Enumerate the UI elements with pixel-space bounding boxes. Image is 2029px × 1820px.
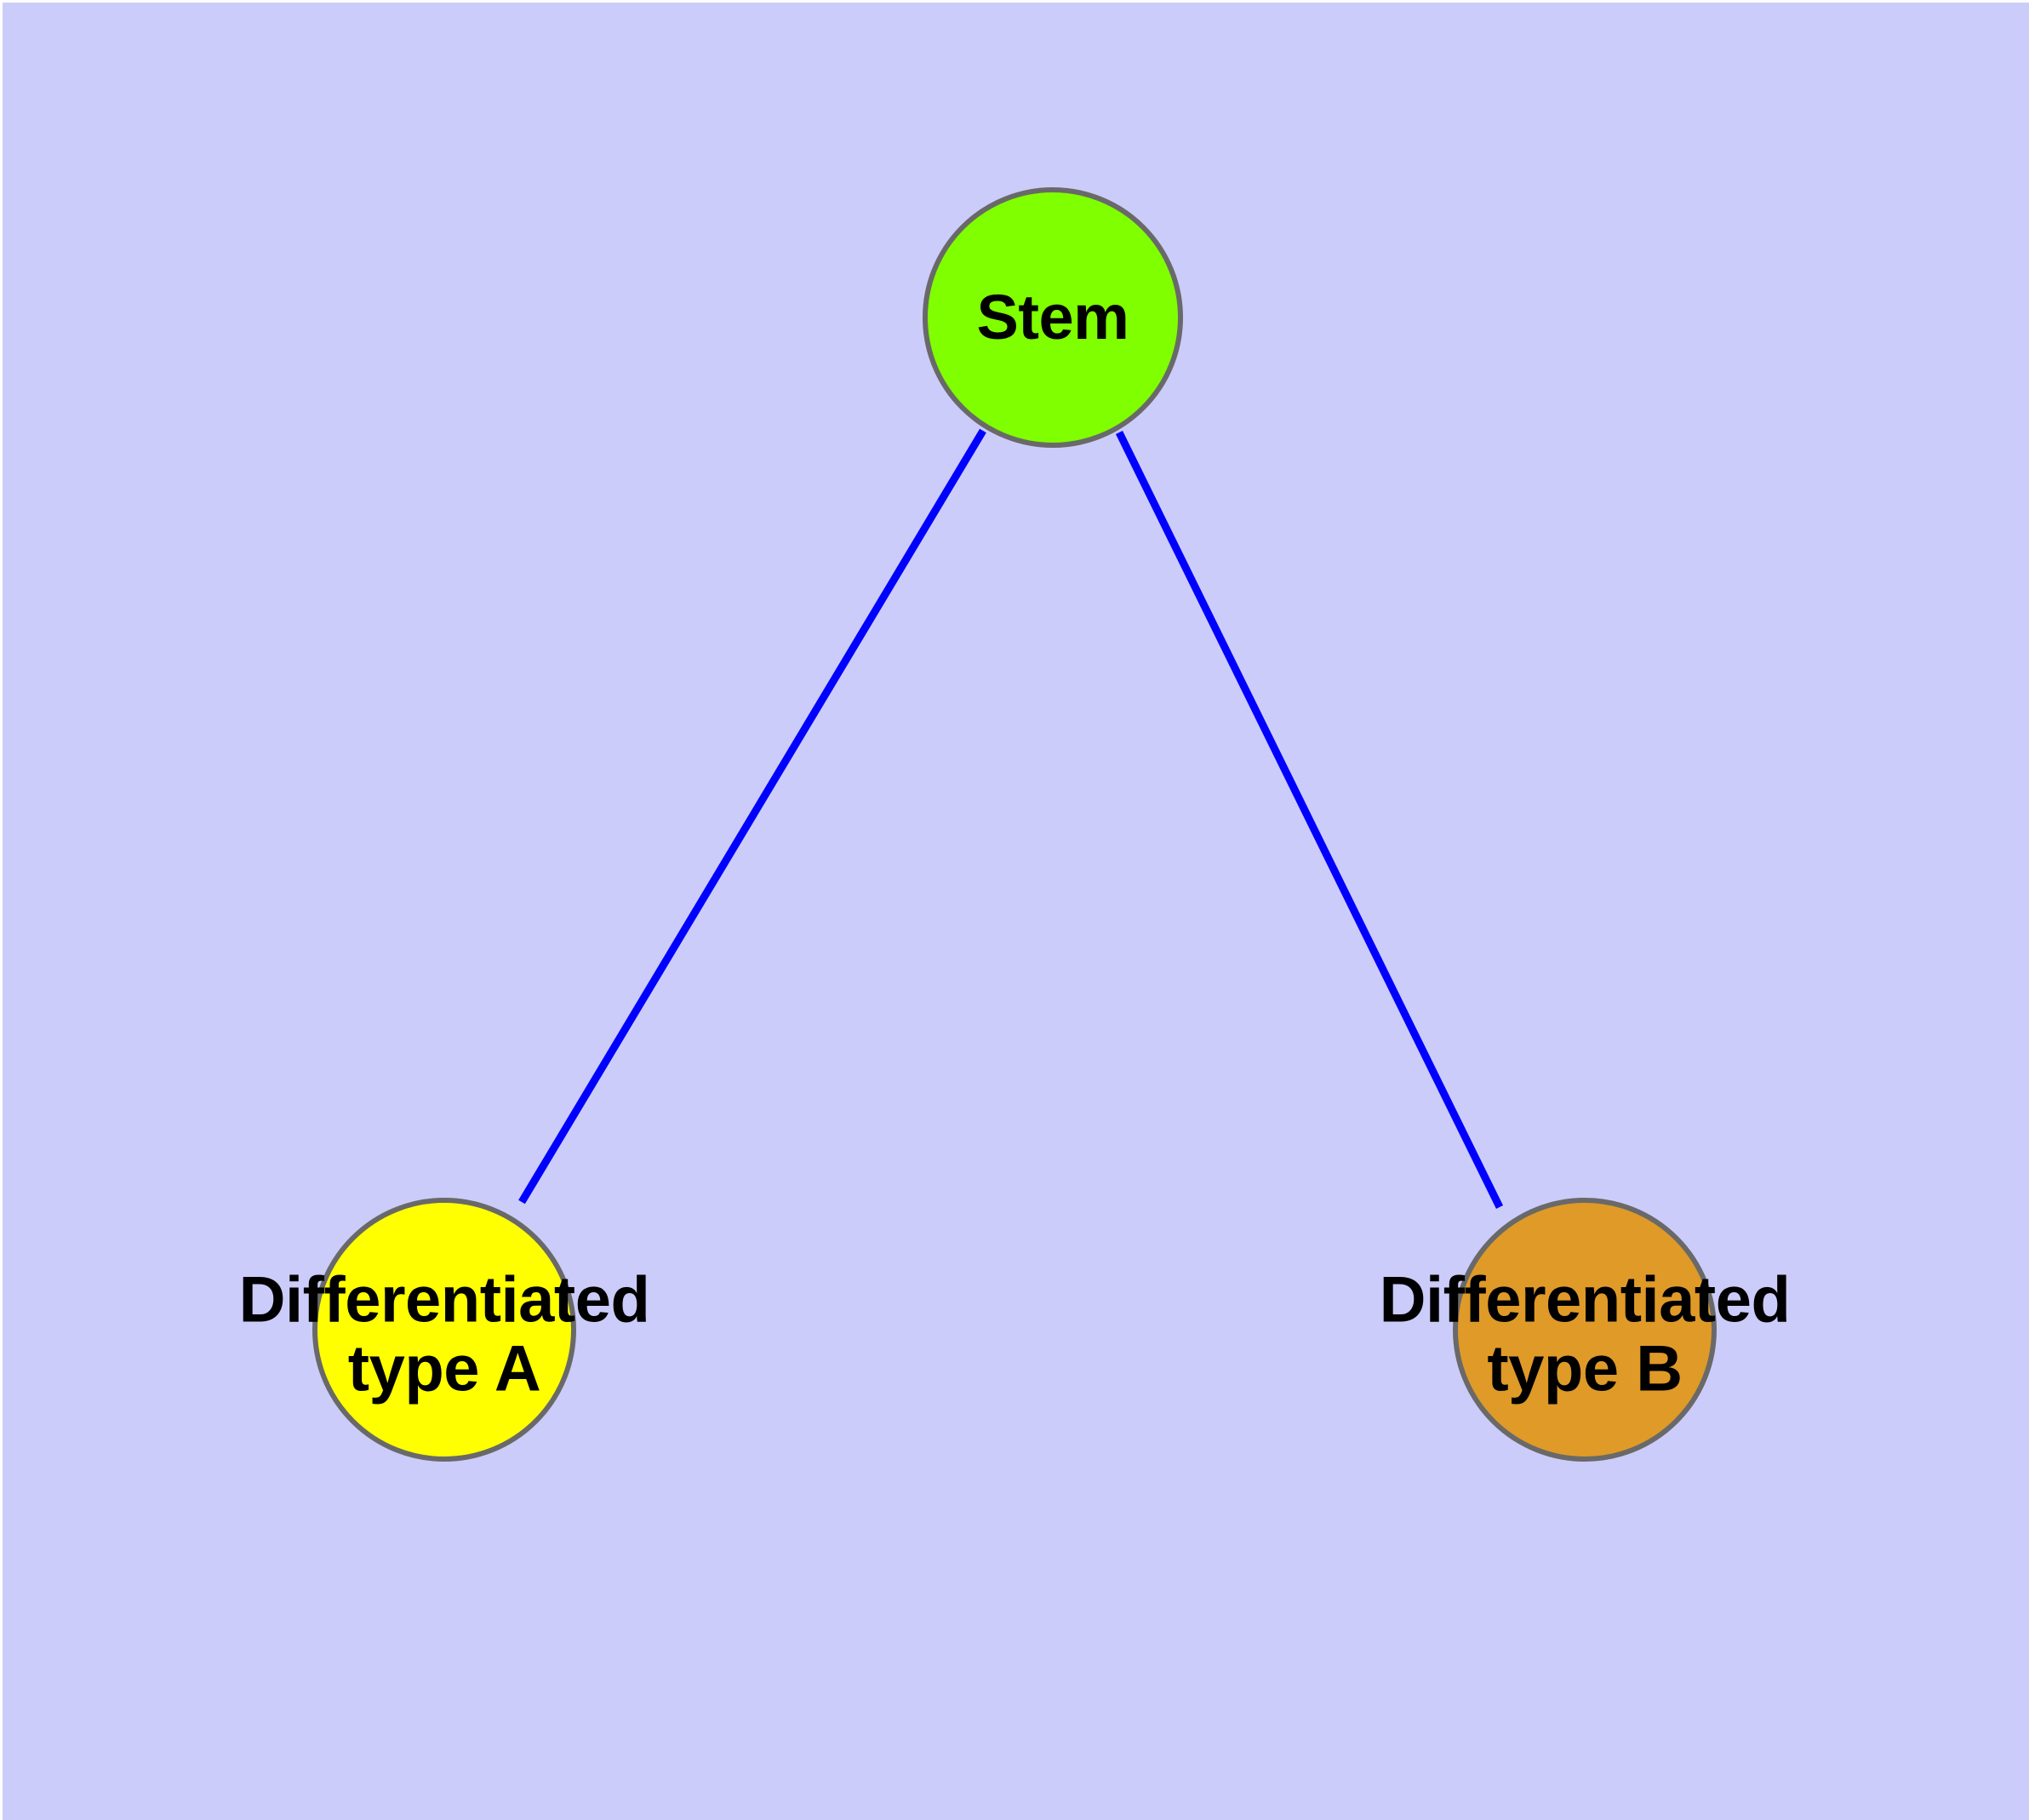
edge-stem-to-differentiated-type-b (1115, 431, 1504, 1209)
node-circle-differentiated-type-b[interactable] (1453, 1198, 1717, 1462)
node-circle-stem[interactable] (923, 187, 1183, 448)
edge-stem-to-differentiated-type-a (518, 428, 986, 1205)
edge-layer (518, 428, 1504, 1209)
node-layer (312, 187, 1717, 1462)
node-circle-differentiated-type-a[interactable] (312, 1198, 576, 1462)
